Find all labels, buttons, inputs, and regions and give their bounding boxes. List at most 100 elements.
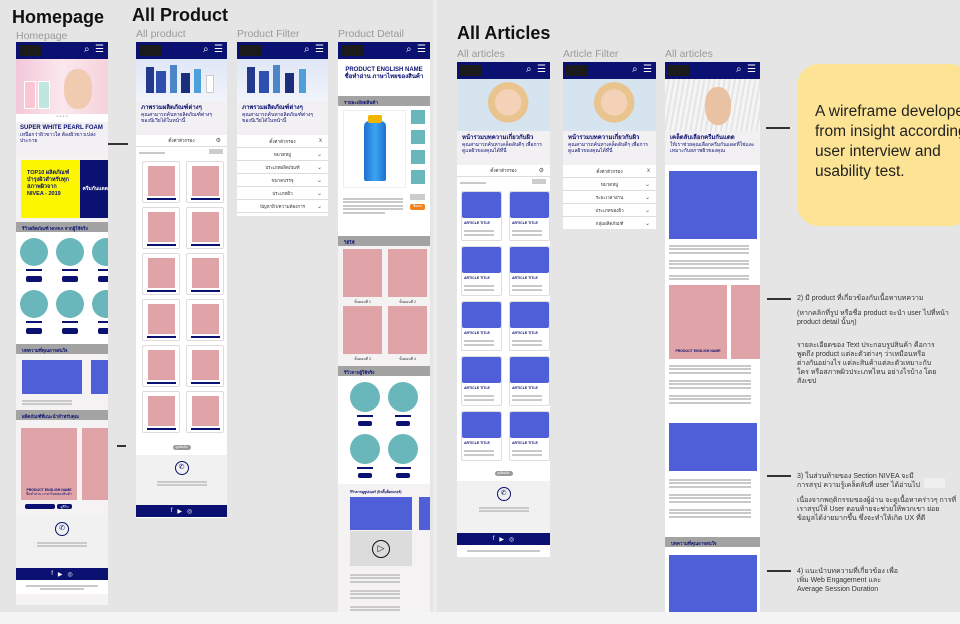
related-product-card[interactable] <box>731 285 760 359</box>
menu-icon[interactable]: ☰ <box>417 44 426 55</box>
youtube-icon[interactable]: ▶ <box>57 571 63 578</box>
menu-icon[interactable]: ☰ <box>747 64 756 75</box>
instagram-icon[interactable]: ◎ <box>67 571 73 578</box>
size-select[interactable] <box>410 194 425 200</box>
search-icon[interactable]: ⌕ <box>526 64 532 75</box>
product-buy-button[interactable]: ดูรีวิว <box>57 504 72 509</box>
article-card[interactable]: ARTICLE TITLE <box>509 301 550 351</box>
reviewer-button[interactable] <box>62 276 78 282</box>
product-card[interactable] <box>142 345 180 387</box>
reviewer-avatar[interactable] <box>20 290 48 318</box>
video-thumbnail[interactable] <box>350 497 412 530</box>
reviewer-button[interactable] <box>98 276 108 282</box>
frame-product-filter[interactable]: ⌕☰ ภาพรวมผลิตภัณฑ์ต่างๆคุณสามารถค้นหาผลิ… <box>237 42 328 216</box>
instagram-icon[interactable]: ◎ <box>187 508 193 515</box>
chevron-down-icon[interactable]: ⌄ <box>316 203 322 210</box>
frame-label-homepage[interactable]: Homepage <box>16 30 68 42</box>
phone-icon[interactable]: ✆ <box>496 487 511 501</box>
thumbnail[interactable] <box>411 110 425 124</box>
frame-article-filter[interactable]: ⌕☰ หน้ารวมบทความเกี่ยวกับผิวคุณสามารถค้น… <box>563 62 656 229</box>
product-card[interactable] <box>186 345 224 387</box>
chevron-down-icon[interactable]: ⌄ <box>316 151 322 158</box>
filter-item[interactable]: หมวดหมู่⌄ <box>563 178 656 191</box>
reviewer-button[interactable] <box>396 473 410 478</box>
facebook-icon[interactable]: f <box>492 536 495 542</box>
facebook-icon[interactable]: f <box>51 571 53 577</box>
step-image-placeholder[interactable] <box>388 306 427 354</box>
reviewer-button[interactable] <box>358 473 372 478</box>
search-icon[interactable]: ⌕ <box>632 64 638 75</box>
filter-item[interactable]: ประเภทผิว⌄ <box>237 187 328 200</box>
close-icon[interactable]: x <box>319 138 322 144</box>
product-card[interactable] <box>142 299 180 341</box>
product-card[interactable] <box>186 161 224 203</box>
product-card[interactable] <box>186 253 224 295</box>
reviewer-avatar[interactable] <box>350 382 380 412</box>
search-icon[interactable]: ⌕ <box>203 44 209 55</box>
article-card[interactable]: ARTICLE TITLE <box>461 411 502 461</box>
related-article-image[interactable] <box>669 555 757 612</box>
chevron-down-icon[interactable]: ⌄ <box>644 194 650 201</box>
load-more-button[interactable]: ดูเพิ่มเติม <box>172 444 191 450</box>
thumbnail[interactable] <box>411 130 425 144</box>
filter-item[interactable]: หมวดหมู่⌄ <box>237 148 328 161</box>
reviewer-button[interactable] <box>26 328 42 334</box>
frame-label-article-filter[interactable]: Article Filter <box>563 48 619 60</box>
filter-item[interactable]: ประเภทของผิว⌄ <box>563 204 656 217</box>
thumbnail[interactable] <box>411 170 425 184</box>
article-card[interactable]: ARTICLE TITLE <box>509 411 550 461</box>
filter-item[interactable]: ปัญหาผิว/ความต้องการ⌄ <box>237 200 328 213</box>
article-card[interactable]: ARTICLE TITLE <box>461 301 502 351</box>
step-image-placeholder[interactable] <box>343 249 382 297</box>
play-icon[interactable]: ▷ <box>372 539 390 558</box>
menu-icon[interactable]: ☰ <box>214 44 223 55</box>
filter-item[interactable]: กลุ่มผลิตภัณฑ์⌄ <box>563 217 656 229</box>
phone-icon[interactable]: ✆ <box>174 461 189 475</box>
gear-icon[interactable]: ⚙ <box>215 138 221 144</box>
reviewer-button[interactable] <box>396 421 410 426</box>
reviewer-avatar[interactable] <box>56 238 84 266</box>
article-card[interactable]: ARTICLE TITLE <box>509 246 550 296</box>
menu-icon[interactable]: ☰ <box>95 44 104 55</box>
product-image-placeholder[interactable] <box>82 428 108 500</box>
top10-banner[interactable]: TOP10 ผลิตภัณฑ์บำรุงผิวสำหรับทุกสภาพผิวจ… <box>21 160 108 218</box>
filter-toggle[interactable]: ตั้งค่าตัวกรอง⚙ <box>457 165 550 177</box>
product-image-placeholder[interactable]: PRODUCT ENGLISH NAME ชื่อทำอ่าน ภาษาไทยข… <box>21 428 77 500</box>
filter-item[interactable]: ประเภทผลิตภัณฑ์⌄ <box>237 161 328 174</box>
menu-icon[interactable]: ☰ <box>537 64 546 75</box>
youtube-icon[interactable]: ▶ <box>177 508 183 515</box>
gear-icon[interactable]: ⚙ <box>538 168 544 174</box>
buy-button[interactable]: ซื้อเลย <box>410 204 425 210</box>
reviewer-avatar[interactable] <box>388 382 418 412</box>
product-card[interactable] <box>142 161 180 203</box>
frame-label-product-detail[interactable]: Product Detail <box>338 28 404 40</box>
frame-product-detail[interactable]: ⌕☰ PRODUCT ENGLISH NAME ชื่อทำอ่าน ภาษาไ… <box>338 42 430 612</box>
step-image-placeholder[interactable] <box>388 249 427 297</box>
product-card[interactable] <box>142 253 180 295</box>
load-more-button[interactable]: ดูเพิ่มเติม <box>494 470 513 476</box>
reviewer-avatar[interactable] <box>350 434 380 464</box>
product-card[interactable] <box>142 391 180 433</box>
step-image-placeholder[interactable] <box>343 306 382 354</box>
frame-label-all-articles[interactable]: All articles <box>457 48 505 60</box>
frame-label-product-filter[interactable]: Product Filter <box>237 28 300 40</box>
phone-icon[interactable]: ✆ <box>55 522 69 536</box>
instagram-icon[interactable]: ◎ <box>509 536 515 543</box>
facebook-icon[interactable]: f <box>170 508 173 514</box>
youtube-icon[interactable]: ▶ <box>499 536 505 543</box>
filter-toggle[interactable]: ตั้งค่าตัวกรอง⚙ <box>136 135 227 147</box>
reviewer-button[interactable] <box>26 276 42 282</box>
chevron-down-icon[interactable]: ⌄ <box>316 177 322 184</box>
chevron-down-icon[interactable]: ⌄ <box>316 190 322 197</box>
frame-label-all-product[interactable]: All product <box>136 28 186 40</box>
article-card[interactable]: ARTICLE TITLE <box>509 191 550 241</box>
product-card[interactable] <box>186 207 224 249</box>
products-carousel[interactable]: PRODUCT ENGLISH NAME ชื่อทำอ่าน ภาษาไทยข… <box>16 420 108 516</box>
articles-carousel[interactable] <box>16 354 108 410</box>
frame-all-product[interactable]: ⌕☰ ภาพรวมผลิตภัณฑ์ต่างๆคุณสามารถค้นหาผลิ… <box>136 42 227 518</box>
frame-article-detail[interactable]: ⌕☰ เคล็ดลับเลือกครีมกันแดดให้เราช่วยคุณเ… <box>665 62 760 612</box>
frame-all-articles[interactable]: ⌕☰ หน้ารวมบทความเกี่ยวกับผิวคุณสามารถค้น… <box>457 62 550 557</box>
chevron-down-icon[interactable]: ⌄ <box>644 220 650 227</box>
